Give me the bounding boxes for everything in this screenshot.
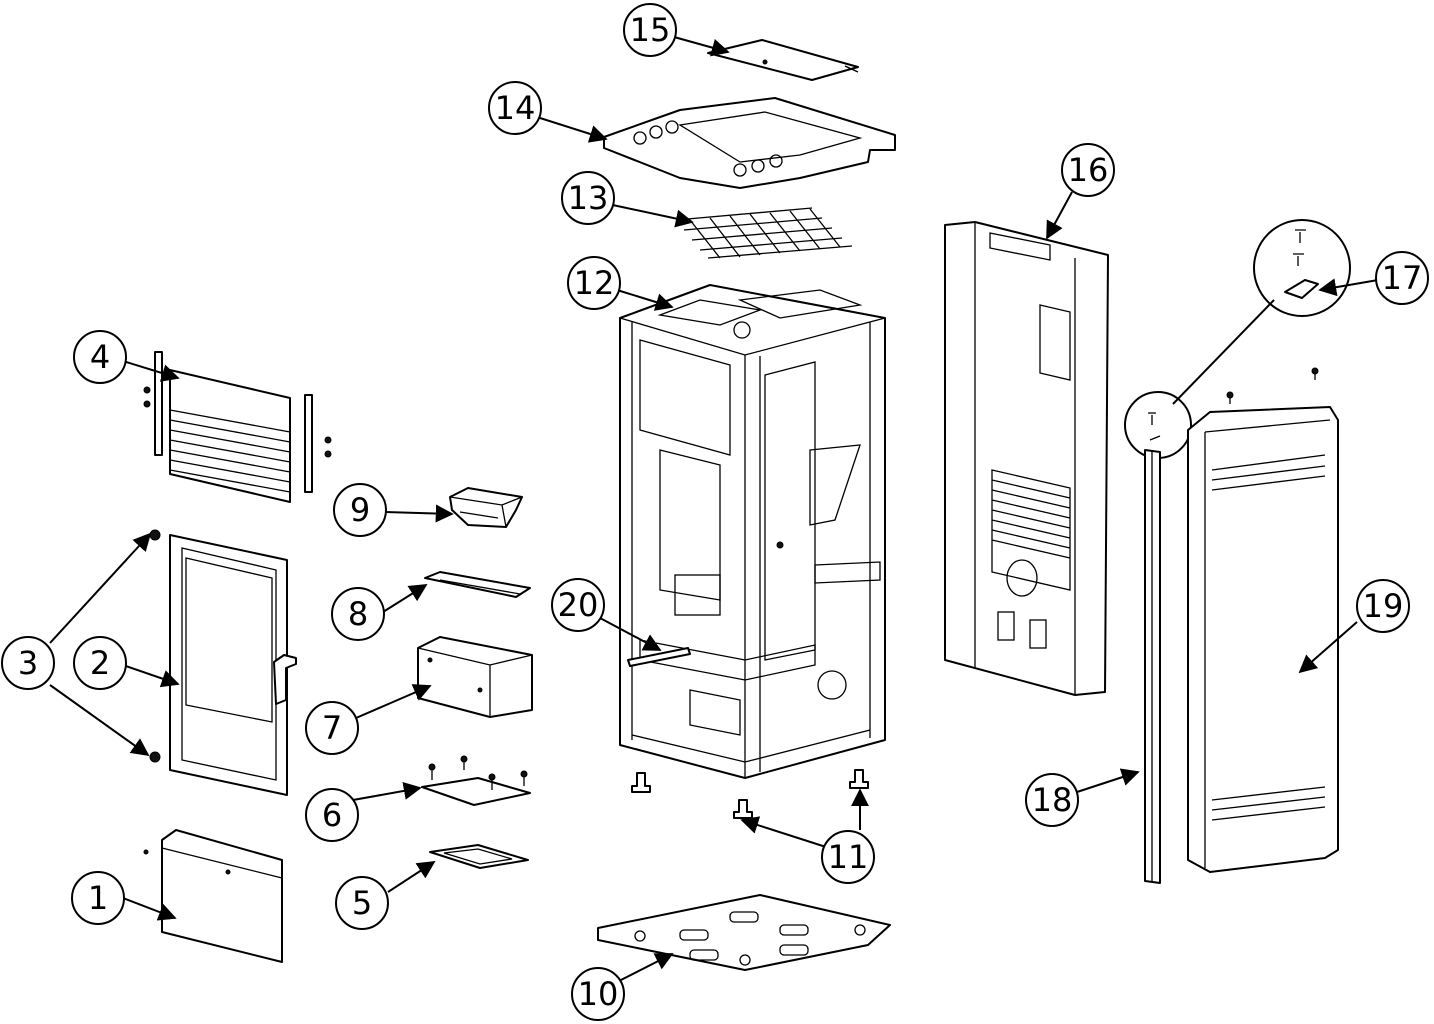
part-4-front-grille: [143, 351, 332, 503]
callout-15-label: 15: [630, 11, 671, 49]
part-12-stove-frame: [619, 284, 886, 779]
callout-2-label: 2: [90, 644, 110, 682]
callout-10: 10: [571, 967, 625, 1021]
callout-3-label: 3: [18, 644, 38, 682]
callout-11-label: 11: [828, 838, 869, 876]
callout-16-label: 16: [1068, 151, 1109, 189]
part-2-door: [169, 534, 297, 796]
callout-13-label: 13: [568, 179, 609, 217]
part-8-grate: [424, 571, 531, 598]
part-7-ash-box: [417, 636, 533, 718]
callout-8: 8: [331, 587, 385, 641]
callout-14-label: 14: [495, 89, 536, 127]
part-3-hinge-pins: [149, 529, 161, 763]
part-13-mesh-grid: [675, 207, 853, 259]
part-10-base-plate: [597, 894, 891, 971]
callout-6: 6: [305, 788, 359, 842]
callout-20-label: 20: [558, 586, 599, 624]
callout-8-label: 8: [348, 595, 368, 633]
callout-12: 12: [567, 256, 621, 310]
part-11-adjustable-feet: [631, 769, 869, 819]
part-1-lower-panel: [143, 829, 283, 963]
part-9-burn-pot: [449, 487, 523, 528]
callout-17-label: 17: [1382, 259, 1423, 297]
callout-6-label: 6: [322, 796, 342, 834]
callout-3: 3: [1, 636, 55, 690]
part-16-rear-panel: [944, 221, 1109, 696]
callout-4-label: 4: [90, 338, 110, 376]
callout-18-label: 18: [1032, 781, 1073, 819]
callout-9-label: 9: [350, 491, 370, 529]
part-19-side-panel: [1187, 367, 1339, 873]
callout-7-label: 7: [322, 709, 342, 747]
part-18-side-strip: [1144, 449, 1161, 884]
callout-11: 11: [821, 830, 875, 884]
part-5-gasket-frame: [429, 844, 529, 869]
callout-2: 2: [73, 636, 127, 690]
callout-19-label: 19: [1363, 587, 1404, 625]
callout-13: 13: [561, 171, 615, 225]
callout-15: 15: [623, 3, 677, 57]
callout-20: 20: [551, 578, 605, 632]
part-20-rod: [627, 647, 691, 667]
callout-16: 16: [1061, 143, 1115, 197]
leader-lines: [49, 36, 1379, 983]
callout-12-label: 12: [574, 264, 615, 302]
callout-19: 19: [1356, 579, 1410, 633]
callout-4: 4: [73, 330, 127, 384]
callout-5-label: 5: [352, 884, 372, 922]
part-17-screw-detail: [1253, 219, 1351, 317]
detail-circle-lower: [1124, 391, 1192, 459]
callout-5: 5: [335, 876, 389, 930]
callout-9: 9: [333, 483, 387, 537]
part-6-plate-with-screws: [421, 755, 531, 806]
callout-7: 7: [305, 701, 359, 755]
callout-1-label: 1: [88, 879, 108, 917]
callout-1: 1: [71, 871, 125, 925]
callout-17: 17: [1375, 251, 1429, 305]
callout-10-label: 10: [578, 975, 619, 1013]
part-15-lid-plate: [707, 39, 859, 81]
callout-18: 18: [1025, 773, 1079, 827]
callout-14: 14: [488, 81, 542, 135]
part-14-top-cover: [603, 97, 896, 189]
